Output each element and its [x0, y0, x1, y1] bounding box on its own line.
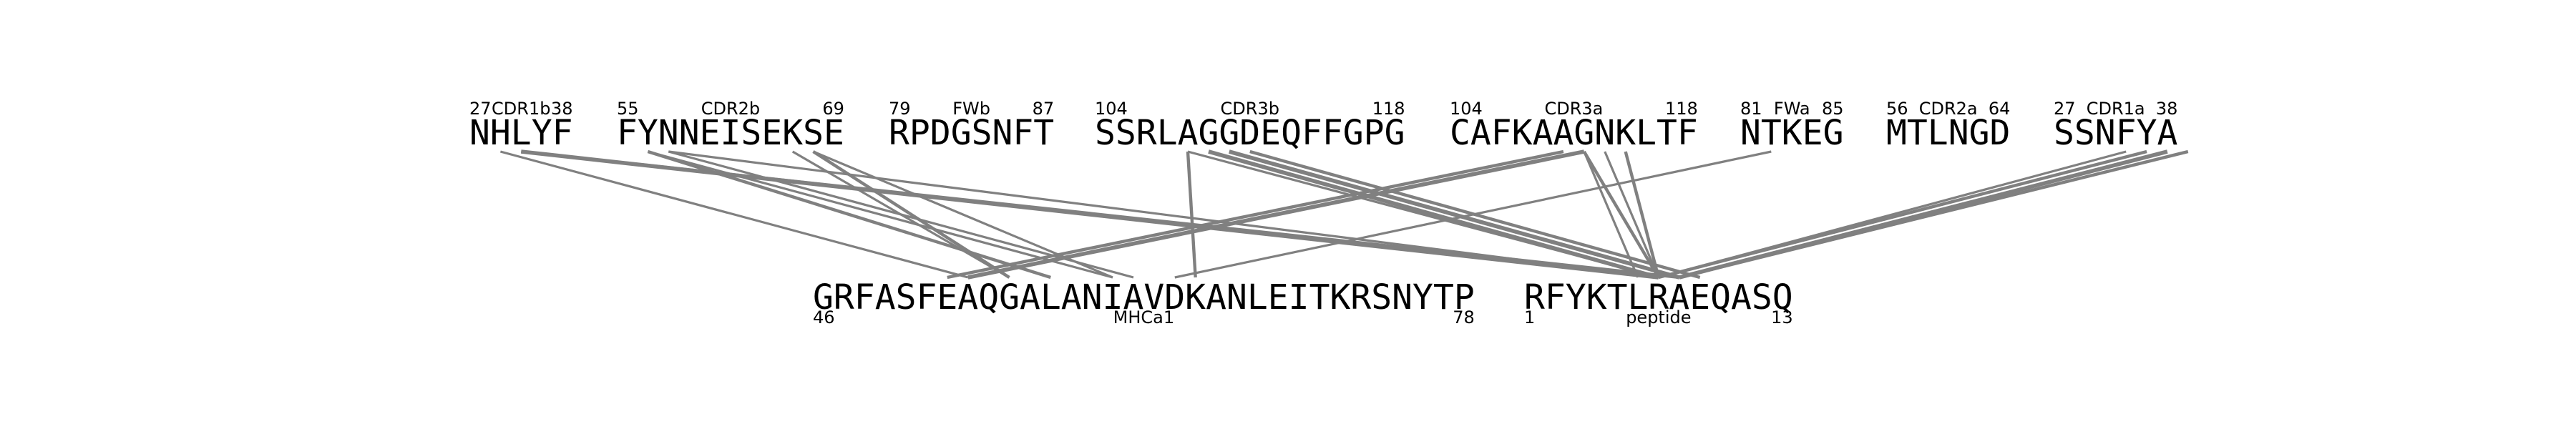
contact-line-CDR3a-peptide [1624, 151, 1660, 278]
start-index-CDR2a: 56 [1886, 99, 1908, 119]
contact-line-CDR2b-MHCa1 [791, 150, 1010, 279]
contact-lines [499, 149, 2189, 280]
sequence-CDR2b: FYNNEISEKSE [617, 113, 844, 153]
sequence-FWb: RPDGSNFT [889, 113, 1054, 153]
start-index-CDR1a: 27 [2054, 99, 2076, 119]
region-label-CDR2b: CDR2b [701, 99, 760, 119]
contact-line-CDR3b-peptide [1229, 149, 1680, 280]
start-index-FWa: 81 [1740, 99, 1762, 119]
contact-line-FWa-MHCa1 [1174, 150, 1772, 279]
end-index-CDR1b: 38 [551, 99, 573, 119]
end-index-FWb: 87 [1033, 99, 1055, 119]
end-index-CDR2b: 69 [822, 99, 844, 119]
sequence-CDR3a: CAFKAAGNKLTF [1450, 113, 1698, 153]
contact-line-CDR2b-MHCa1 [647, 149, 1051, 280]
end-index-CDR3a: 118 [1665, 99, 1698, 119]
contact-line-CDR3a-MHCa1 [967, 149, 1585, 280]
sequence-CDR2a: MTLNGD [1886, 113, 2010, 153]
sequence-FWa: NTKEG [1740, 113, 1844, 153]
contact-line-CDR3a-MHCa1 [947, 149, 1564, 280]
contact-line-CDR1a-peptide [1679, 149, 2189, 280]
sequence-CDR3b: SSRLAGGDEQFFGPG [1095, 113, 1405, 153]
region-label-CDR1a: CDR1a [2087, 99, 2145, 119]
contact-line-CDR1a-peptide [1658, 149, 2147, 280]
region-label-CDR1b: CDR1b [492, 99, 550, 119]
contact-line-CDR2b-MHCa1 [647, 150, 1113, 279]
region-label-FWa: FWa [1774, 99, 1810, 119]
start-index-CDR2b: 55 [617, 99, 639, 119]
region-label-MHCa1: MHCa1 [1113, 307, 1175, 327]
start-index-CDR1b: 27 [469, 99, 492, 119]
end-index-CDR3b: 118 [1372, 99, 1405, 119]
start-index-MHCa1: 46 [813, 307, 835, 327]
sequence-MHCa1: GRFASFEAQGALANIAVDKANLEITKRSNYTP [813, 277, 1475, 317]
end-index-MHCa1: 78 [1453, 307, 1475, 327]
start-index-CDR3b: 104 [1095, 99, 1128, 119]
end-index-CDR1a: 38 [2156, 99, 2178, 119]
region-label-CDR2a: CDR2a [1919, 99, 1978, 119]
region-label-CDR3b: CDR3b [1221, 99, 1279, 119]
contact-line-CDR1b-MHCa1 [499, 150, 969, 279]
end-index-peptide: 13 [1771, 307, 1793, 327]
contact-line-CDR2b-peptide [668, 150, 1659, 279]
sequence-CDR1a: SSNFYA [2054, 113, 2177, 153]
sequence-CDR1b: NHLYF [469, 113, 573, 153]
contact-line-CDR3a-peptide [1604, 151, 1660, 278]
region-label-CDR3a: CDR3a [1544, 99, 1603, 119]
start-index-CDR3a: 104 [1450, 99, 1483, 119]
region-label-peptide: peptide [1626, 307, 1691, 327]
contact-line-CDR3a-peptide [1582, 150, 1660, 279]
end-index-FWa: 85 [1822, 99, 1844, 119]
region-label-FWb: FWb [952, 99, 990, 119]
sequence-peptide: RFYKTLRAEQASQ [1524, 277, 1793, 317]
contact-line-CDR3b-MHCa1 [1186, 151, 1197, 278]
end-index-CDR2a: 64 [1989, 99, 2011, 119]
start-index-peptide: 1 [1524, 307, 1535, 327]
start-index-FWb: 79 [889, 99, 911, 119]
contact-line-CDR2b-MHCa1 [812, 150, 1010, 279]
contact-line-CDR3b-peptide [1208, 149, 1659, 280]
contact-line-CDR3a-peptide [1583, 151, 1639, 278]
